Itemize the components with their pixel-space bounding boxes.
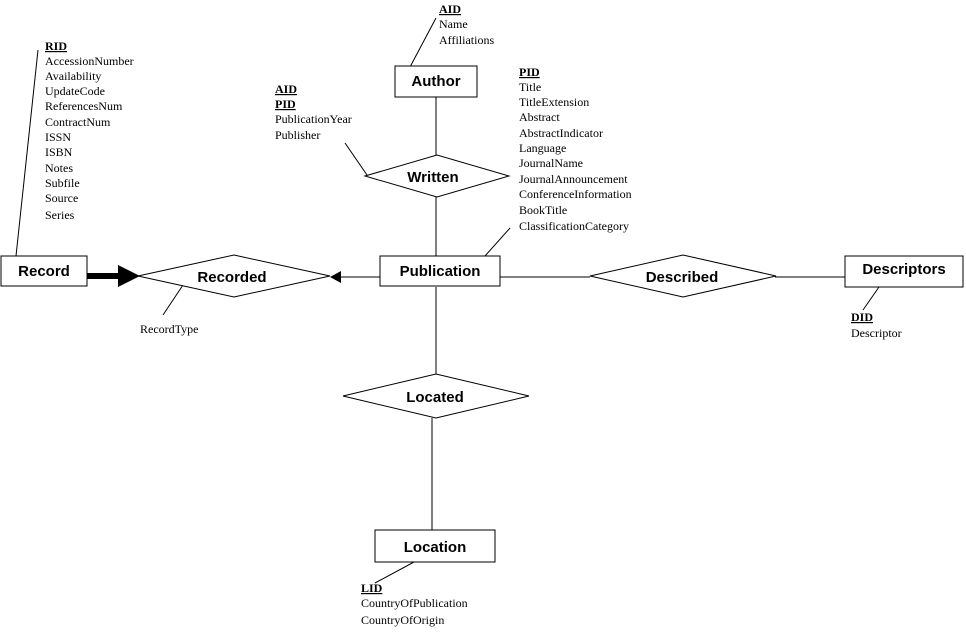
- recorded-attr: RecordType: [140, 322, 198, 336]
- publication-attr: AbstractIndicator: [519, 126, 603, 140]
- entity-publication[interactable]: Publication: [379, 255, 501, 287]
- location-key-attr: LID: [361, 581, 383, 595]
- relationship-written-label: Written: [407, 169, 458, 186]
- record-attr-pointer: [15, 49, 39, 257]
- author-attr: Name: [439, 17, 468, 31]
- relationship-recorded-label: Recorded: [197, 269, 266, 286]
- author-attr-pointer: [409, 17, 437, 68]
- entity-record[interactable]: Record: [0, 255, 88, 287]
- relationship-recorded[interactable]: Recorded: [137, 254, 331, 298]
- written-attr: PublicationYear: [275, 112, 352, 126]
- entity-descriptors[interactable]: Descriptors: [844, 255, 964, 288]
- location-attributes: LID CountryOfPublication CountryOfOrigin: [361, 581, 468, 627]
- record-recorded-thick-arrowhead: [118, 265, 140, 287]
- location-attr: CountryOfOrigin: [361, 613, 444, 627]
- publication-attr: ConferenceInformation: [519, 187, 632, 201]
- record-attr: Availability: [45, 69, 101, 83]
- entity-location-label: Location: [404, 539, 467, 556]
- written-key-attr: AID: [275, 82, 297, 96]
- record-attr: Notes: [45, 161, 73, 175]
- record-attr: Source: [45, 191, 78, 205]
- location-attr-pointer: [374, 561, 415, 584]
- publication-attributes: PID Title TitleExtension Abstract Abstra…: [519, 65, 632, 233]
- publication-attr: BookTitle: [519, 203, 567, 217]
- recorded-attr-pointer: [162, 284, 184, 316]
- publication-attr: TitleExtension: [519, 95, 589, 109]
- record-attr: Series: [45, 208, 75, 222]
- author-attr: Affiliations: [439, 33, 494, 47]
- record-attr: ISBN: [45, 145, 73, 159]
- record-attributes: RID AccessionNumber Availability UpdateC…: [45, 39, 134, 222]
- author-key-attr: AID: [439, 2, 461, 16]
- publication-key-attr: PID: [519, 65, 540, 79]
- record-attr: Subfile: [45, 176, 80, 190]
- publication-attr: JournalName: [519, 156, 583, 170]
- recorded-attributes: RecordType: [140, 322, 198, 336]
- written-attributes: AID PID PublicationYear Publisher: [275, 82, 352, 142]
- descriptors-key-attr: DID: [851, 310, 873, 324]
- entity-record-label: Record: [18, 263, 70, 280]
- relationship-described[interactable]: Described: [589, 254, 777, 298]
- descriptors-attr: Descriptor: [851, 326, 902, 340]
- publication-attr: Language: [519, 141, 566, 155]
- written-attr: Publisher: [275, 128, 320, 142]
- written-attr-pointer: [344, 142, 368, 176]
- author-attributes: AID Name Affiliations: [439, 2, 494, 47]
- entity-author[interactable]: Author: [394, 65, 478, 98]
- record-attr: UpdateCode: [45, 84, 105, 98]
- descriptors-attributes: DID Descriptor: [851, 310, 902, 340]
- publication-attr: JournalAnnouncement: [519, 172, 628, 186]
- relationship-described-label: Described: [646, 269, 719, 286]
- relationship-located[interactable]: Located: [342, 373, 530, 419]
- descriptors-attr-pointer: [862, 286, 880, 311]
- location-attr: CountryOfPublication: [361, 596, 468, 610]
- entity-descriptors-label: Descriptors: [862, 261, 945, 278]
- record-attr: ContractNum: [45, 115, 111, 129]
- relationship-written[interactable]: Written: [363, 154, 511, 198]
- relationship-located-label: Located: [406, 389, 464, 406]
- publication-attr: Abstract: [519, 110, 560, 124]
- entity-publication-label: Publication: [400, 263, 481, 280]
- entity-location[interactable]: Location: [374, 529, 496, 563]
- publication-attr-pointer: [484, 227, 511, 257]
- record-attr: AccessionNumber: [45, 54, 134, 68]
- record-attr: ISSN: [45, 130, 71, 144]
- publication-attr: Title: [519, 80, 541, 94]
- written-key-attr: PID: [275, 97, 296, 111]
- recorded-arrowhead-thin: [330, 271, 341, 283]
- publication-attr: ClassificationCategory: [519, 219, 629, 233]
- record-attr: ReferencesNum: [45, 99, 123, 113]
- record-key-attr: RID: [45, 39, 67, 53]
- entity-author-label: Author: [411, 73, 460, 90]
